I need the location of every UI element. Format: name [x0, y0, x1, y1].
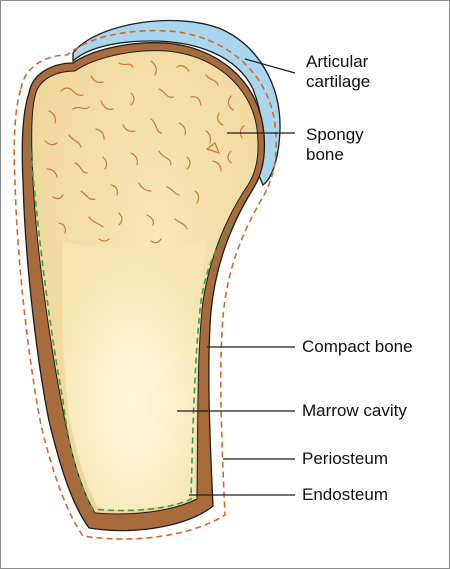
label-articular-cartilage-line2: cartilage [306, 72, 371, 91]
label-compact-bone: Compact bone [302, 337, 413, 356]
trabeculae-texture [44, 60, 245, 244]
label-spongy-bone-line1: Spongy [306, 125, 364, 144]
label-marrow-cavity: Marrow cavity [302, 401, 407, 420]
label-periosteum: Periosteum [302, 449, 388, 468]
leader-lines [177, 58, 296, 496]
marrow-cavity-shape [62, 241, 206, 510]
leader-articular-cartilage [244, 58, 296, 74]
periosteum-outline [13, 29, 278, 540]
label-articular-cartilage: Articular cartilage [306, 52, 370, 92]
label-spongy-bone: Spongy bone [306, 125, 364, 165]
label-articular-cartilage-line1: Articular [306, 52, 369, 71]
endosteum-outline [28, 130, 234, 512]
label-spongy-bone-line2: bone [306, 145, 344, 164]
label-endosteum: Endosteum [302, 485, 388, 504]
